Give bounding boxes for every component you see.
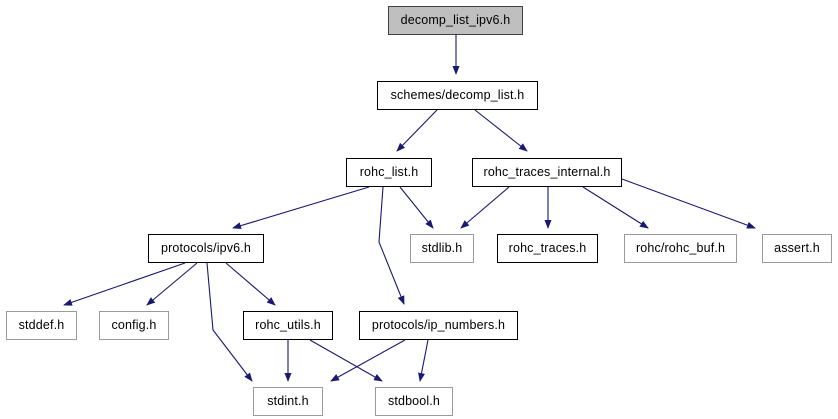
graph-node-label: schemes/decomp_list.h [390, 88, 525, 103]
graph-edge [63, 262, 186, 306]
graph-edge [309, 339, 383, 382]
graph-node-label: rohc_list.h [359, 165, 419, 180]
graph-node-stddef[interactable]: stddef.h [6, 311, 77, 340]
graph-node-stdint[interactable]: stdint.h [253, 387, 323, 416]
graph-node-protocols_ipv6[interactable]: protocols/ipv6.h [148, 234, 264, 263]
graph-node-label: assert.h [774, 241, 820, 256]
graph-edge [378, 186, 405, 305]
graph-edge [399, 186, 434, 229]
edge-group [63, 35, 756, 382]
graph-edge [206, 262, 253, 382]
graph-edge [418, 339, 429, 382]
graph-node-label: rohc_traces_internal.h [483, 165, 611, 180]
graph-node-label: stdint.h [267, 394, 309, 409]
graph-edge [621, 178, 756, 229]
graph-node-stdbool[interactable]: stdbool.h [375, 387, 453, 416]
graph-edge [225, 262, 276, 306]
graph-node-rohc_traces_internal[interactable]: rohc_traces_internal.h [472, 158, 622, 187]
graph-node-label: stdlib.h [421, 241, 463, 256]
graph-node-assert[interactable]: assert.h [762, 234, 832, 263]
graph-edge [330, 339, 406, 382]
graph-node-label: stdbool.h [387, 394, 441, 409]
graph-node-label: config.h [111, 318, 157, 333]
graph-node-label: decomp_list_ipv6.h [400, 13, 511, 28]
graph-edge [460, 186, 510, 229]
graph-node-label: protocols/ipv6.h [161, 241, 251, 256]
graph-node-rohc_utils[interactable]: rohc_utils.h [243, 311, 333, 340]
graph-node-decomp_list_ipv6[interactable]: decomp_list_ipv6.h [388, 6, 523, 35]
graph-node-stdlib[interactable]: stdlib.h [410, 234, 474, 263]
graph-node-protocols_ip_numbers[interactable]: protocols/ip_numbers.h [359, 311, 518, 340]
graph-node-label: rohc_traces.h [508, 241, 587, 256]
graph-edge [146, 262, 198, 306]
graph-node-label: rohc/rohc_buf.h [635, 241, 726, 256]
graph-node-rohc_traces[interactable]: rohc_traces.h [497, 234, 598, 263]
graph-node-label: stddef.h [18, 318, 65, 333]
graph-edge [474, 109, 528, 152]
graph-node-rohc_list[interactable]: rohc_list.h [346, 158, 432, 187]
graph-edge [396, 109, 438, 152]
graph-node-label: protocols/ip_numbers.h [371, 318, 506, 333]
graph-node-rohc_rohc_buf[interactable]: rohc/rohc_buf.h [624, 234, 737, 263]
graph-edge [232, 186, 370, 230]
graph-node-schemes_decomp_list[interactable]: schemes/decomp_list.h [377, 81, 538, 110]
graph-node-label: rohc_utils.h [255, 318, 321, 333]
graph-node-config[interactable]: config.h [99, 311, 169, 340]
graph-edge [582, 186, 649, 229]
